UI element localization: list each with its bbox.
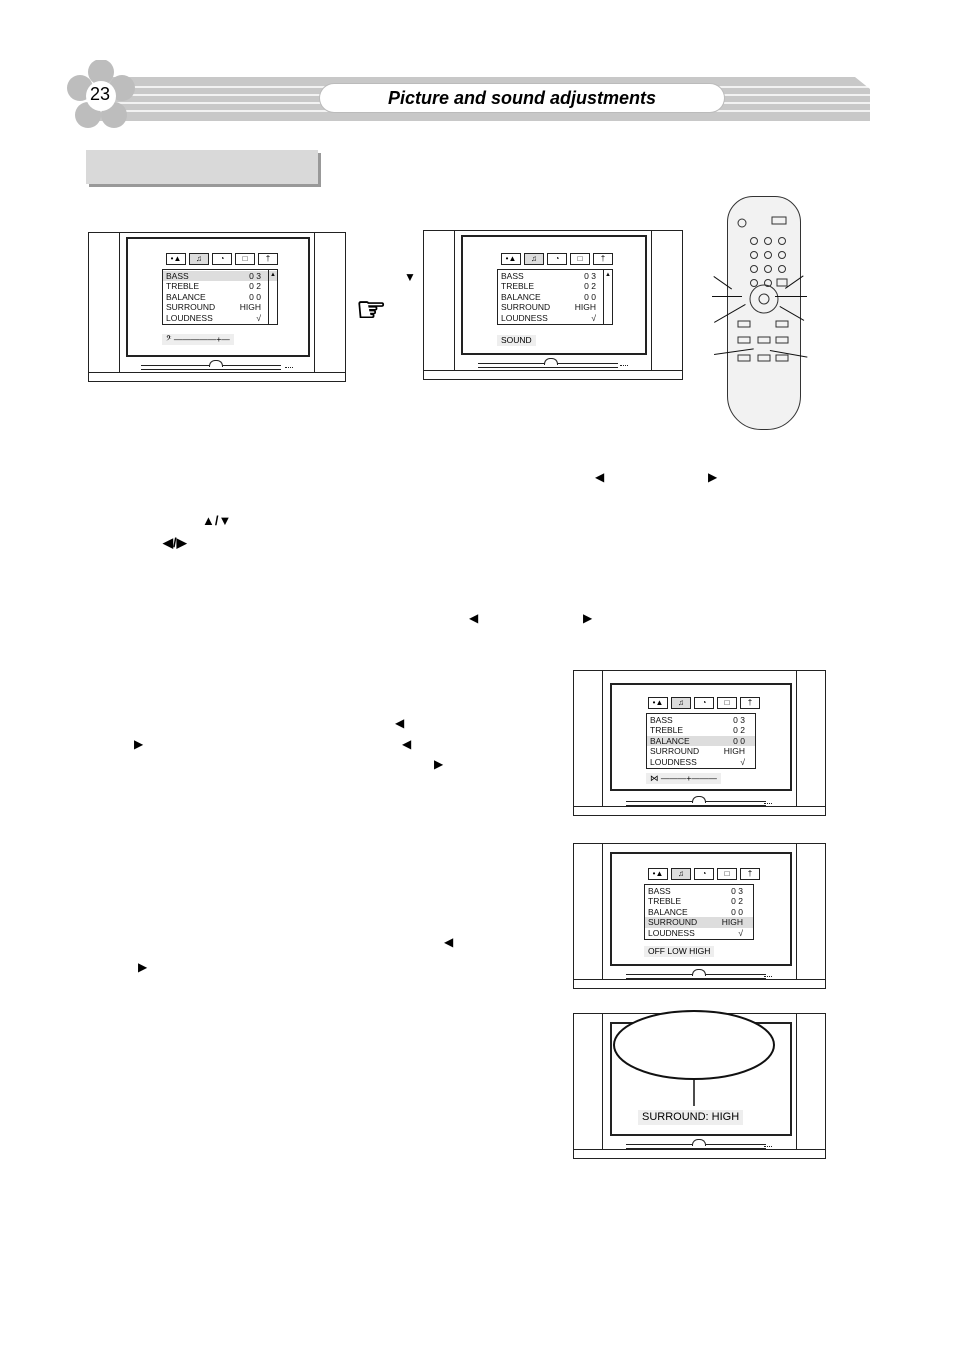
timer-tab-icon: ◔ [694, 697, 714, 709]
menu-tabs: •▲ ♫ ◔ □ † [501, 253, 613, 265]
timer-tab-icon: ◔ [547, 253, 567, 265]
right-arrow-icon: ▶ [138, 960, 148, 974]
left-arrow-icon: ◀ [402, 737, 412, 751]
setup-tab-icon: † [740, 697, 760, 709]
setup-tab-icon: † [740, 868, 760, 880]
left-right-arrow-icon: ◀/▶ [163, 535, 187, 550]
remote-buttons-icon [737, 216, 789, 362]
left-arrow-icon: ◀ [444, 935, 454, 949]
left-arrow-icon: ◀ [469, 611, 479, 625]
menu-tabs: •▲ ♫ ◔ □ † [166, 253, 278, 265]
section-heading-box [86, 150, 318, 184]
right-arrow-icon: ▶ [434, 757, 444, 771]
setup-tab-icon: † [593, 253, 613, 265]
menu-row-loudness: LOUDNESS√ [501, 312, 596, 323]
callout-bubble [613, 1010, 775, 1106]
balance-level-bar: ⋈ ———+——— [646, 773, 721, 784]
surround-options-bar: OFF LOW HIGH [644, 946, 715, 957]
timer-tab-icon: ◔ [694, 868, 714, 880]
surround-status-label: SURROUND: HIGH [638, 1110, 744, 1125]
page-number: 23 [89, 84, 111, 104]
bass-level-bar: 𝄢 —————+— [162, 334, 234, 345]
sound-tab-icon: ♫ [524, 253, 544, 265]
sound-tab-icon: ♫ [671, 868, 691, 880]
screen-tab-icon: □ [235, 253, 255, 265]
left-arrow-icon: ◀ [595, 470, 605, 484]
menu-status-label: SOUND [497, 335, 536, 346]
menu-row-loudness: LOUDNESS√ [648, 927, 743, 938]
scroll-bar: ▲ [268, 270, 277, 324]
timer-tab-icon: ◔ [212, 253, 232, 265]
screen-tab-icon: □ [717, 868, 737, 880]
menu-row-loudness: LOUDNESS√ [166, 312, 261, 323]
picture-tab-icon: •▲ [648, 868, 668, 880]
right-arrow-icon: ▶ [134, 737, 144, 751]
title-pill [320, 84, 724, 112]
down-arrow-icon: ▼ [404, 270, 416, 284]
screen-tab-icon: □ [570, 253, 590, 265]
menu-tabs: •▲ ♫ ◔ □ † [648, 868, 760, 880]
left-arrow-icon: ◀ [395, 716, 405, 730]
hand-pointer-icon: ☞ [356, 291, 387, 329]
right-arrow-icon: ▶ [708, 470, 718, 484]
page-title: Picture and sound adjustments [387, 88, 657, 108]
menu-row-loudness: LOUDNESS√ [650, 756, 745, 767]
picture-tab-icon: •▲ [648, 697, 668, 709]
scroll-bar: ▲ [603, 270, 612, 324]
up-down-arrow-icon: ▲/▼ [202, 513, 232, 528]
setup-tab-icon: † [258, 253, 278, 265]
picture-tab-icon: •▲ [166, 253, 186, 265]
right-arrow-icon: ▶ [583, 611, 593, 625]
flower-icon [67, 60, 135, 128]
screen-tab-icon: □ [717, 697, 737, 709]
sound-tab-icon: ♫ [189, 253, 209, 265]
menu-tabs: •▲ ♫ ◔ □ † [648, 697, 760, 709]
sound-tab-icon: ♫ [671, 697, 691, 709]
picture-tab-icon: •▲ [501, 253, 521, 265]
